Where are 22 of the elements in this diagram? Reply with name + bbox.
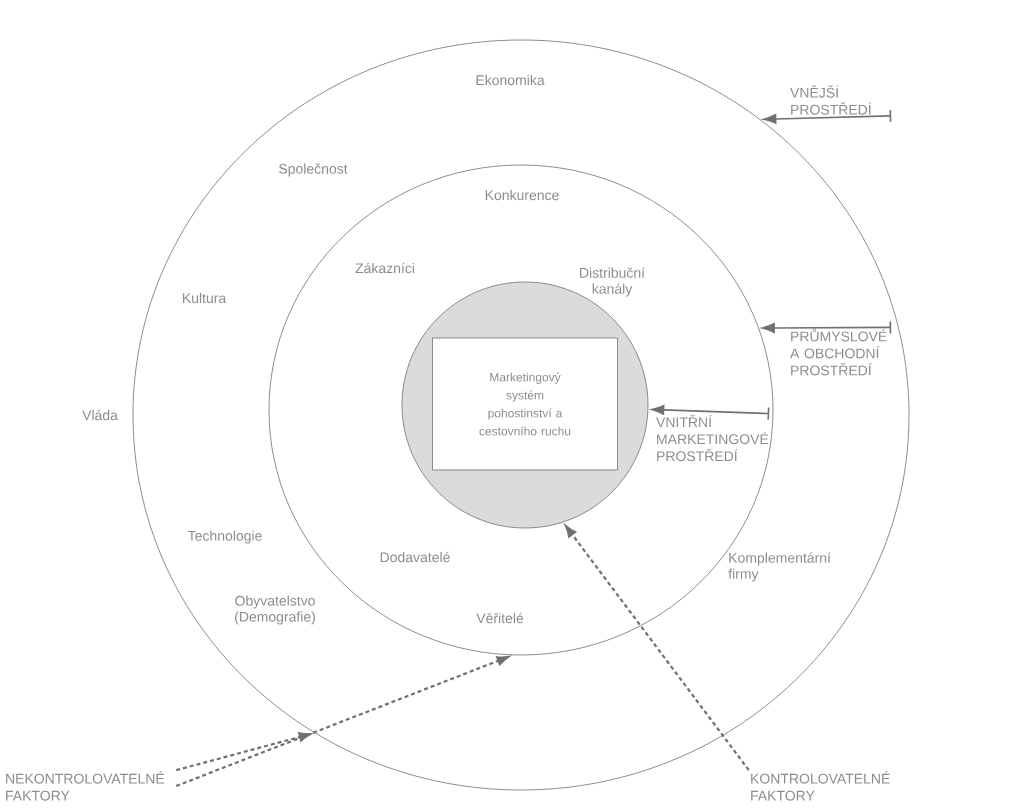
factor-label: Věřitelé bbox=[476, 612, 524, 624]
environment-label: VNITŘNÍ MARKETINGOVÉ PROSTŘEDÍ bbox=[656, 414, 769, 462]
arrow bbox=[651, 404, 770, 421]
factor-label: Vláda bbox=[82, 409, 118, 421]
arrow bbox=[565, 525, 750, 771]
factor-label: Obyvatelstvo (Demografie) bbox=[235, 595, 315, 625]
factor-label: Technologie bbox=[187, 530, 262, 544]
factor-label: Zákazníci bbox=[355, 262, 414, 274]
factor-label: Společnost bbox=[279, 163, 348, 177]
environment-label: NEKONTROLOVATELNÉ FAKTORY bbox=[6, 771, 165, 801]
environment-label: PRŮMYSLOVÉ A OBCHODNÍ PROSTŘEDÍ bbox=[790, 328, 887, 376]
factor-label: Komplementární firmy bbox=[728, 552, 831, 582]
factor-label: Ekonomika bbox=[476, 74, 545, 86]
environment-label: KONTROLOVATELNÉ FAKTORY bbox=[751, 771, 890, 801]
arrow bbox=[761, 320, 892, 335]
factor-label: Dodavatelé bbox=[380, 551, 450, 563]
arrow bbox=[763, 109, 892, 124]
factor-label: Konkurence bbox=[485, 189, 559, 201]
factor-label: Kultura bbox=[182, 292, 227, 304]
system-box: Marketingový systém pohostinství a cestovního ruchu bbox=[432, 337, 618, 471]
factor-label: Distribuční kanály bbox=[580, 267, 645, 297]
environment-label: VNĚJŠÍ PROSTŘEDÍ bbox=[790, 85, 872, 115]
